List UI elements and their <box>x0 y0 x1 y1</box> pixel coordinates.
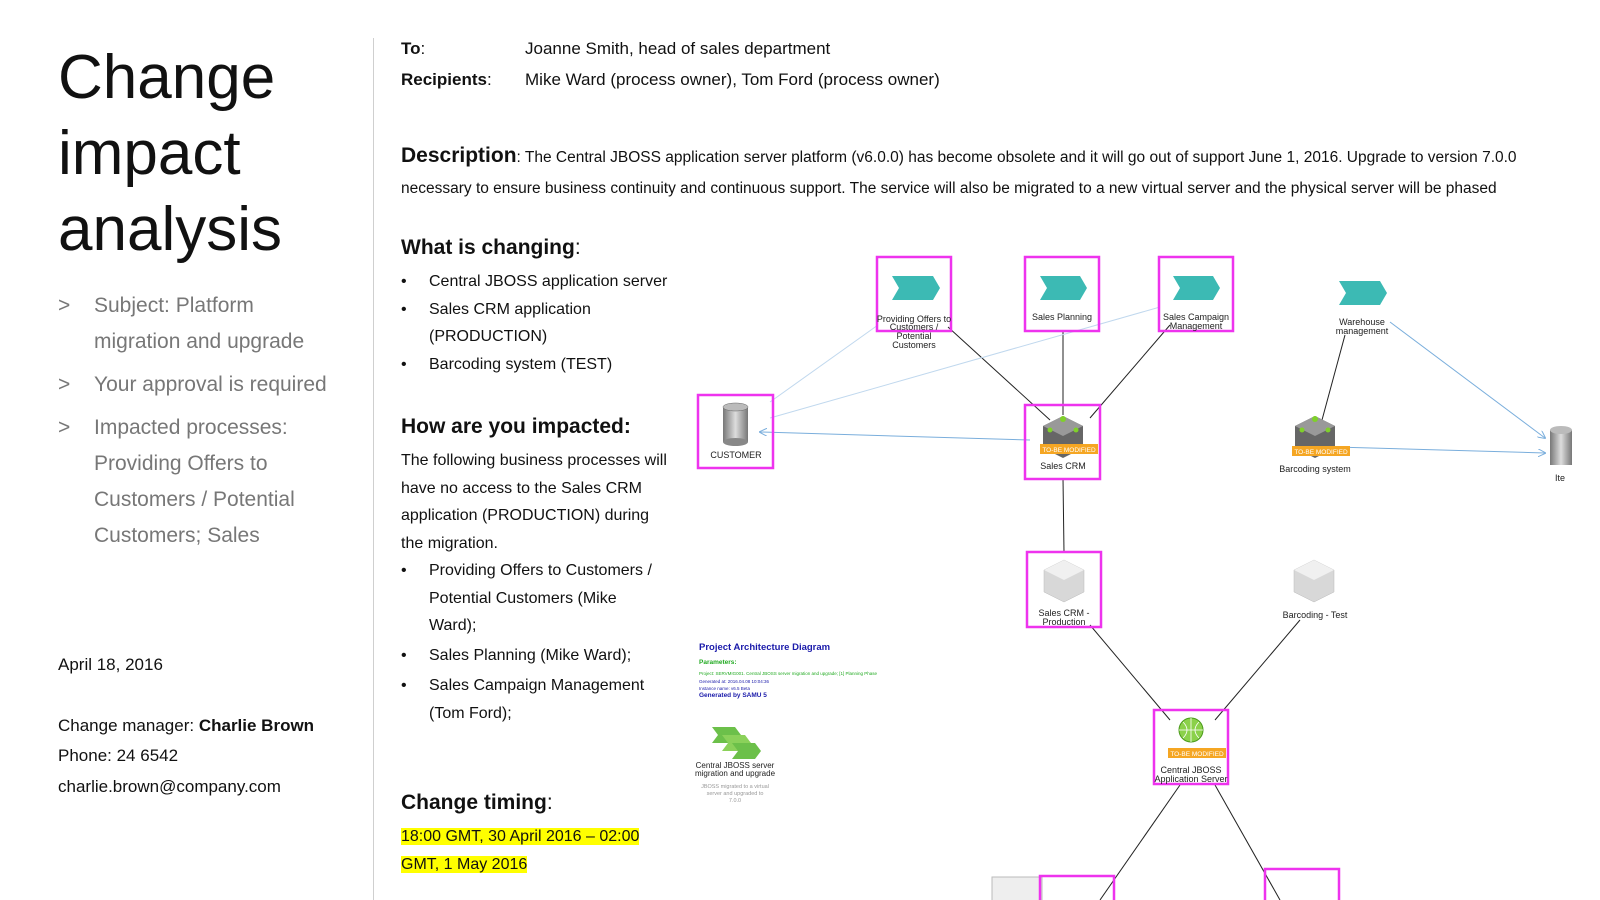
svg-text:Generated at: 2016.04.08 10:04: Generated at: 2016.04.08 10:04:36 <box>699 679 770 684</box>
summary-line: Providing Offers to <box>94 452 268 475</box>
summary-line: Impacted processes: <box>94 416 288 439</box>
timing-line: GMT, 1 May 2016 <box>401 856 528 873</box>
description: Description: The Central JBOSS applicati… <box>401 140 1600 204</box>
what-changing-list: Central JBOSS application server Sales C… <box>401 268 681 378</box>
process-icon <box>892 276 940 300</box>
process-icon <box>1173 276 1220 300</box>
column-divider <box>373 38 374 900</box>
chevron-right-icon: > <box>58 294 71 317</box>
svg-text:Ite: Ite <box>1555 473 1565 483</box>
node-barcoding-test: Barcoding - Test <box>1283 559 1348 620</box>
manager-label: Change manager: <box>58 716 199 735</box>
summary-line: Subject: Platform <box>94 294 254 317</box>
svg-text:Barcoding system: Barcoding system <box>1279 464 1351 474</box>
svg-text:Parameters:: Parameters: <box>699 659 737 666</box>
list-item: Providing Offers to Customers /Potential… <box>401 557 681 640</box>
svg-text:Project: SERVMIG001. Central J: Project: SERVMIG001. Central JBOSS serve… <box>699 671 878 676</box>
impact-text: The following business processes will ha… <box>401 452 667 552</box>
node-barcoding-system: TO-BE MODIFIED Barcoding system <box>1279 416 1351 474</box>
database-icon <box>723 407 748 442</box>
title-line: analysis <box>58 195 282 264</box>
timing-heading: Change timing: <box>401 791 553 814</box>
chevron-right-icon: > <box>58 373 71 396</box>
summary-item-subject: > Subject: Platform migration and upgrad… <box>58 288 368 360</box>
what-changing-heading: What is changing: <box>401 236 581 259</box>
timing-value: 18:00 GMT, 30 April 2016 – 02:00 GMT, 1 … <box>401 823 640 879</box>
manager-phone: Phone: 24 6542 <box>58 746 179 765</box>
svg-text:TO-BE MODIFIED: TO-BE MODIFIED <box>1042 447 1096 454</box>
node-sales-crm: TO-BE MODIFIED Sales CRM <box>1023 403 1102 481</box>
description-line: necessary to ensure business continuity … <box>401 180 1497 197</box>
node-right-edge: Ite <box>1550 426 1572 483</box>
list-item: Sales Campaign Management(Tom Ford); <box>401 672 681 727</box>
diagram-edges <box>760 306 1545 900</box>
timing-line: 18:00 GMT, 30 April 2016 – 02:00 <box>401 828 640 845</box>
impact-heading: How are you impacted: <box>401 415 631 438</box>
node-customer: CUSTOMER <box>696 393 775 470</box>
page-title: Change impact analysis <box>58 40 358 268</box>
partial-node <box>1263 867 1341 900</box>
node-sales-crm-prod: Sales CRM -Production <box>1025 550 1103 629</box>
summary-line: Customers; Sales <box>94 524 260 547</box>
diagram-legend: Project Architecture Diagram Parameters:… <box>695 642 878 804</box>
svg-text:Instance name: v6.5 Beta: Instance name: v6.5 Beta <box>699 686 751 691</box>
svg-text:Sales CRM -Production: Sales CRM -Production <box>1038 608 1089 627</box>
title-line: impact <box>58 119 241 188</box>
svg-text:TO-BE MODIFIED: TO-BE MODIFIED <box>1170 751 1224 758</box>
list-item: Central JBOSS application server <box>401 268 681 296</box>
summary-list: > Subject: Platform migration and upgrad… <box>58 288 368 561</box>
summary-item-approval: > Your approval is required <box>58 367 368 403</box>
summary-line: migration and upgrade <box>94 330 305 353</box>
summary-line: Customers / Potential <box>94 488 295 511</box>
list-item: Barcoding system (TEST) <box>401 351 681 379</box>
to-value: Joanne Smith, head of sales department <box>525 39 831 58</box>
change-manager: Change manager: Charlie Brown <box>58 716 314 736</box>
summary-item-processes: > Impacted processes: Providing Offers t… <box>58 410 368 554</box>
svg-text:Sales Planning: Sales Planning <box>1032 312 1092 322</box>
svg-text:Generated by SAMU 5: Generated by SAMU 5 <box>699 692 767 699</box>
manager-name: Charlie Brown <box>198 716 315 735</box>
impact-list: Providing Offers to Customers /Potential… <box>401 557 681 727</box>
svg-text:Sales CRM: Sales CRM <box>1040 461 1086 471</box>
to-label: To: <box>401 39 426 58</box>
svg-text:TO-BE MODIFIED: TO-BE MODIFIED <box>1294 449 1348 456</box>
summary-line: Your approval is required <box>94 373 327 396</box>
svg-text:CUSTOMER: CUSTOMER <box>710 450 762 460</box>
node-sales-planning: Sales Planning <box>1023 255 1101 333</box>
svg-text:Project Architecture Diagram: Project Architecture Diagram <box>699 642 830 653</box>
recipients-label: Recipients: <box>401 70 492 89</box>
list-item: Sales Planning (Mike Ward); <box>401 642 681 670</box>
title-line: Change <box>58 43 276 112</box>
description-heading: Description <box>401 144 517 167</box>
database-icon <box>1550 430 1572 465</box>
svg-text:Barcoding - Test: Barcoding - Test <box>1283 610 1348 620</box>
description-line: : The Central JBOSS application server p… <box>516 149 1517 166</box>
manager-email[interactable]: charlie.brown@company.com <box>58 777 281 796</box>
document-date: April 18, 2016 <box>58 655 163 674</box>
chevron-right-icon: > <box>58 416 71 439</box>
process-icon <box>1040 276 1087 300</box>
process-icon <box>1339 281 1387 305</box>
list-item: Sales CRM application(PRODUCTION) <box>401 296 681 351</box>
recipients-value: Mike Ward (process owner), Tom Ford (pro… <box>525 70 940 89</box>
partial-node <box>991 876 1043 900</box>
partial-node <box>1038 874 1116 900</box>
